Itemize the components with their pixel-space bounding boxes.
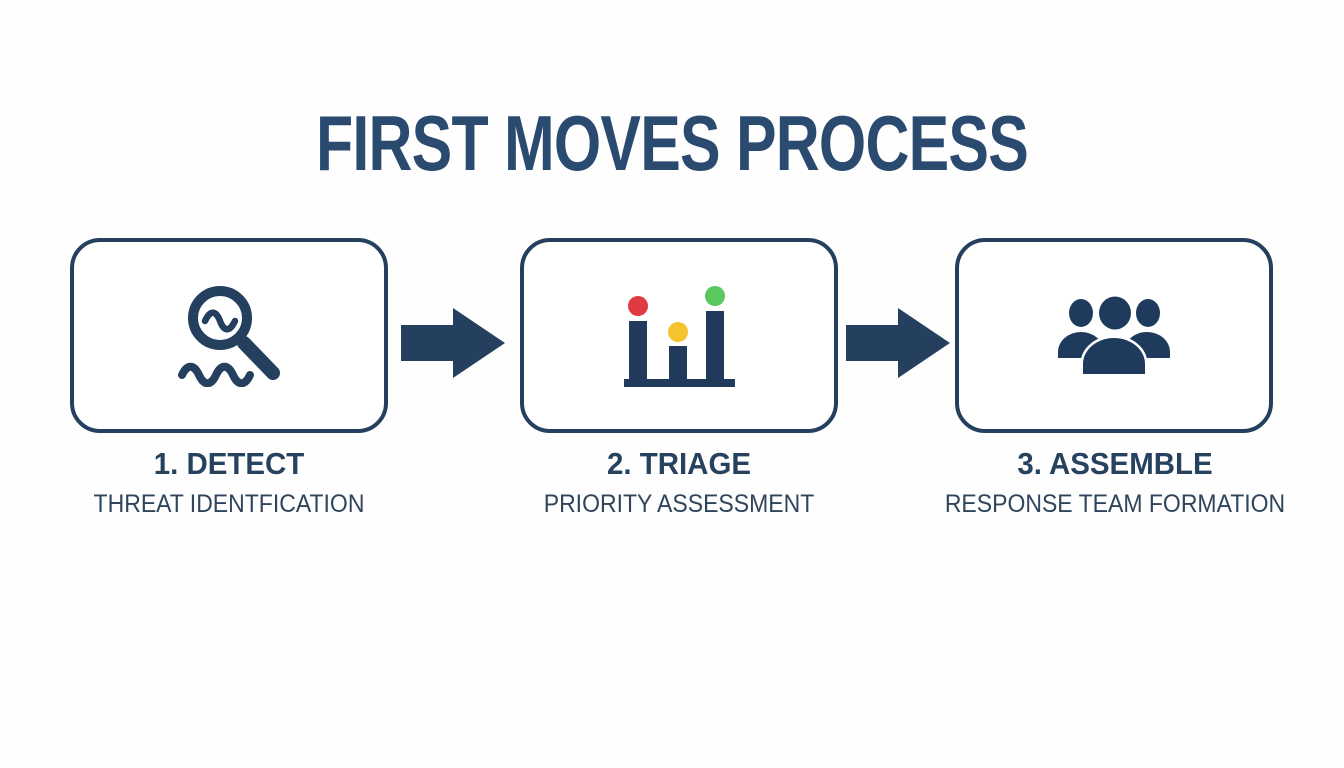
team-icon (1058, 295, 1170, 376)
arrow-right-icon (846, 308, 950, 378)
arrow-right-icon (401, 308, 505, 378)
step-detect-label: 1. DETECT (153, 446, 305, 481)
bar-chart-status-icon (623, 285, 735, 387)
step-detect-subtitle: THREAT IDENTFICATION (93, 490, 365, 518)
step-detect-card (70, 238, 388, 433)
yellow-status-dot (667, 321, 688, 342)
step-assemble-subtitle: RESPONSE TEAM FORMATION (944, 490, 1286, 518)
red-status-dot (627, 295, 648, 316)
step-assemble-label: 3. ASSEMBLE (1017, 446, 1213, 481)
step-assemble-card (955, 238, 1273, 433)
diagram-title: FIRST MOVES PROCESS (316, 99, 1029, 187)
magnifier-wave-icon (177, 285, 280, 387)
step-triage-card (520, 238, 838, 433)
green-status-dot (704, 285, 725, 306)
step-triage-subtitle: PRIORITY ASSESSMENT (543, 490, 815, 518)
step-triage-label: 2. TRIAGE (606, 446, 752, 481)
